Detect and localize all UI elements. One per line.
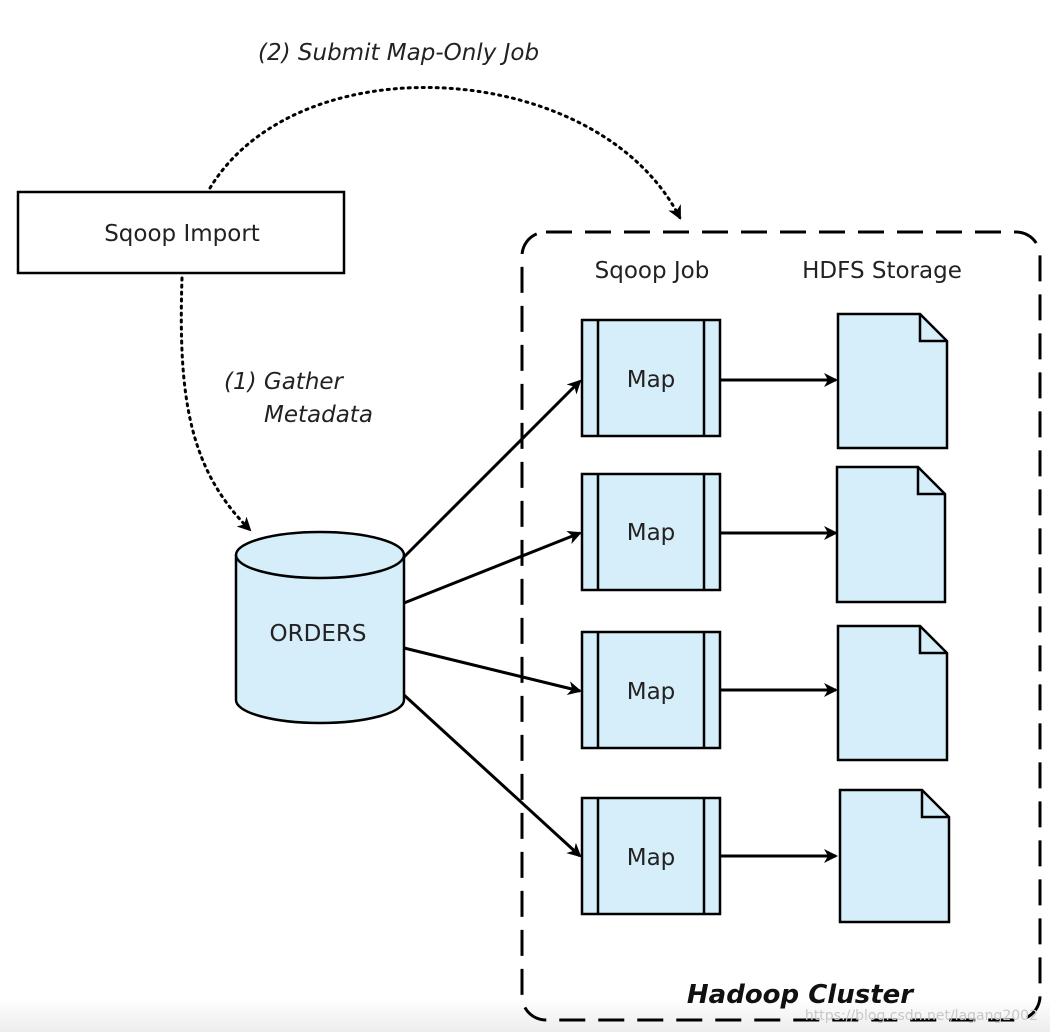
hadoop-cluster-border [520, 230, 1042, 1022]
orders-database: ORDERS [234, 530, 406, 725]
gather-metadata-arrow [179, 276, 252, 532]
map-to-hdfs-arrows [720, 373, 838, 863]
hadoop-cluster-title: Hadoop Cluster [687, 980, 915, 1010]
hdfs-file-icon [836, 624, 949, 762]
map-box: Map [580, 796, 722, 916]
map-label: Map [627, 679, 676, 705]
orders-label: ORDERS [270, 621, 367, 647]
hdfs-file-icon [838, 788, 951, 924]
map-label: Map [627, 845, 676, 871]
gather-metadata-label-line1: (1) Gather [224, 369, 345, 395]
map-label: Map [627, 520, 676, 546]
submit-job-arrow [208, 85, 682, 220]
gather-metadata-label-line2: Metadata [264, 402, 373, 428]
sqoop-job-heading: Sqoop Job [595, 258, 710, 284]
map-label: Map [627, 367, 676, 393]
hdfs-file-icon [835, 465, 947, 604]
map-box: Map [580, 630, 722, 750]
map-box: Map [580, 318, 722, 438]
watermark: https://blog.csdn.net/lagang2002 [804, 1008, 1038, 1024]
orders-to-map-arrows [402, 379, 582, 858]
hdfs-file-icon [836, 312, 949, 450]
footer-band [0, 998, 1050, 1032]
map-box: Map [580, 472, 722, 592]
submit-job-label: (2) Submit Map-Only Job [258, 40, 539, 66]
sqoop-import-label: Sqoop Import [104, 221, 260, 247]
sqoop-import-box: Sqoop Import [16, 190, 346, 275]
hdfs-storage-heading: HDFS Storage [802, 258, 962, 284]
